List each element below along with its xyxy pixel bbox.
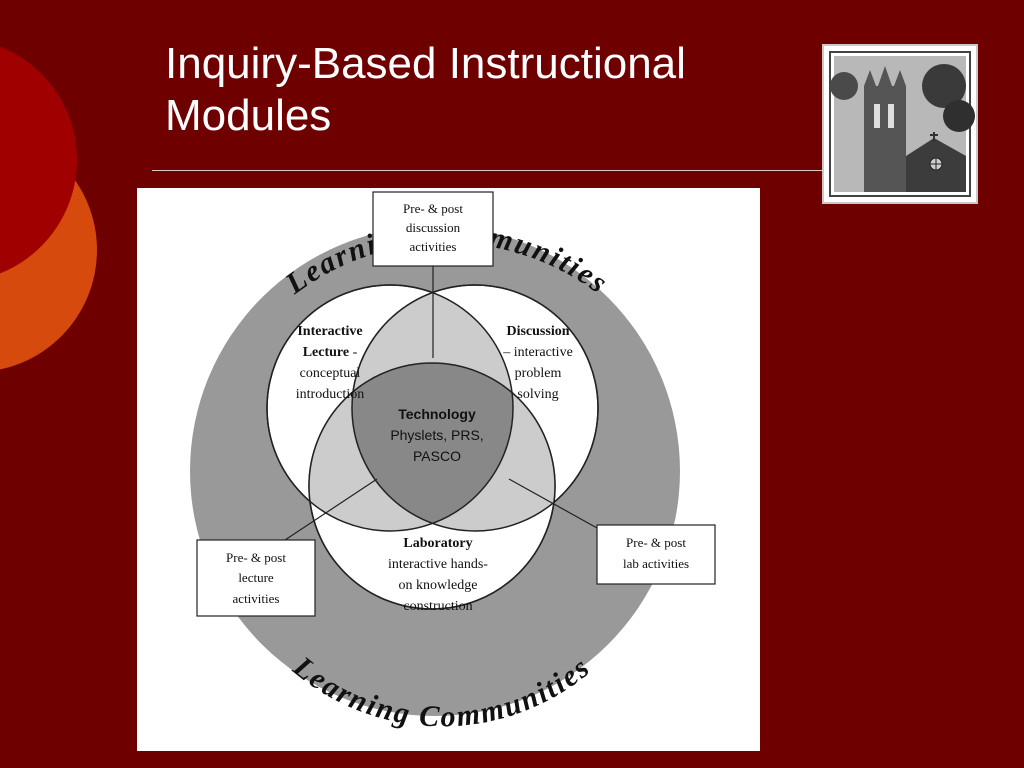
discussion-activities-box: Pre- & post discussion activities bbox=[372, 191, 494, 267]
discussion-line1: Discussion bbox=[506, 324, 569, 339]
laboratory-line2: interactive hands- bbox=[388, 557, 488, 572]
laboratory-label: Laboratory interactive hands- on knowled… bbox=[388, 536, 488, 614]
lab-box-line2: lab activities bbox=[623, 556, 689, 571]
lab-activities-box: Pre- & post lab activities bbox=[596, 524, 716, 585]
lecture-box-line1: Pre- & post bbox=[226, 550, 286, 565]
technology-line2: Physlets, PRS, bbox=[390, 427, 483, 443]
chapel-tower-icon bbox=[829, 51, 975, 197]
lecture-line2: Lecture - bbox=[303, 345, 358, 360]
chapel-logo bbox=[822, 44, 978, 204]
discussion-box-line3: activities bbox=[410, 239, 457, 254]
discussion-line4: solving bbox=[517, 387, 558, 402]
technology-label: Technology Physlets, PRS, PASCO bbox=[390, 406, 483, 464]
lecture-line3: conceptual bbox=[300, 366, 361, 381]
lecture-activities-box: Pre- & post lecture activities bbox=[196, 539, 316, 617]
decorative-circle-red bbox=[0, 46, 77, 274]
technology-line3: PASCO bbox=[413, 448, 461, 464]
slide-title-line1: Inquiry-Based Instructional bbox=[165, 39, 686, 88]
laboratory-line4: construction bbox=[403, 599, 472, 614]
title-divider bbox=[152, 170, 822, 171]
laboratory-line3: on knowledge bbox=[399, 578, 478, 593]
discussion-box-line1: Pre- & post bbox=[403, 201, 463, 216]
slide-title: Inquiry-Based Instructional Modules bbox=[165, 38, 805, 142]
slide-title-line2: Modules bbox=[165, 91, 332, 140]
lab-box-connector bbox=[508, 478, 598, 529]
technology-line1: Technology bbox=[398, 406, 476, 422]
discussion-label: Discussion – interactive problem solving bbox=[502, 324, 573, 402]
lecture-line1: Interactive bbox=[297, 324, 362, 339]
discussion-line2: – interactive bbox=[502, 345, 573, 360]
laboratory-line1: Laboratory bbox=[403, 536, 472, 551]
learning-communities-diagram: Learning Communities Learning Communitie… bbox=[137, 188, 760, 751]
lecture-line4: introduction bbox=[296, 387, 364, 402]
technology-center bbox=[352, 363, 513, 531]
decorative-circles bbox=[0, 46, 97, 370]
discussion-line3: problem bbox=[515, 366, 562, 381]
lecture-box-connector bbox=[284, 478, 378, 541]
lecture-label: Interactive Lecture - conceptual introdu… bbox=[296, 324, 364, 402]
lecture-box-line2: lecture bbox=[238, 570, 274, 585]
lecture-box-line3: activities bbox=[233, 591, 280, 606]
lecture-line2-suffix: - bbox=[349, 345, 358, 360]
lecture-line2-bold: Lecture bbox=[303, 345, 349, 360]
lab-box-line1: Pre- & post bbox=[626, 535, 686, 550]
discussion-box-line2: discussion bbox=[406, 220, 461, 235]
